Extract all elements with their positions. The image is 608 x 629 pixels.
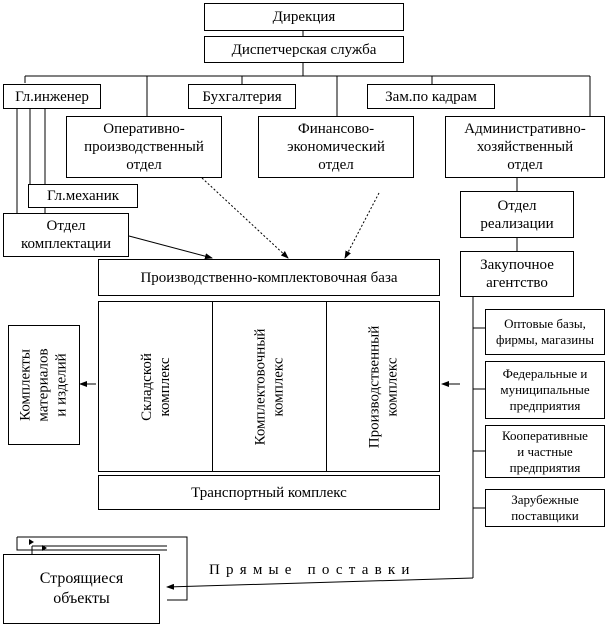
box-admin-dept: Административно- хозяйственный отдел — [445, 116, 605, 178]
box-accounting: Бухгалтерия — [188, 84, 296, 109]
box-chief-mechanic: Гл.механик — [28, 184, 138, 208]
box-dispatch: Диспетчерская служба — [204, 36, 404, 63]
box-finance-dept: Финансово- экономический отдел — [258, 116, 414, 178]
box-foreign: Зарубежные поставщики — [485, 489, 605, 527]
label-warehouse: Складской комплекс — [138, 352, 173, 421]
box-construction-sites: Строящиеся объекты — [3, 554, 160, 624]
box-supply-dept: Отдел комплектации — [3, 213, 129, 257]
box-direction: Дирекция — [204, 3, 404, 31]
box-transport-complex: Транспортный комплекс — [98, 475, 440, 510]
box-cooperative: Кооперативные и частные предприятия — [485, 425, 605, 478]
box-wholesale: Оптовые базы, фирмы, магазины — [485, 309, 605, 355]
box-production-base: Производственно-комплектовочная база — [98, 259, 440, 296]
box-chief-engineer: Гл.инженер — [3, 84, 101, 109]
box-operative-dept: Оперативно- производственный отдел — [66, 116, 222, 178]
box-complexes: Складской комплекс Комплектовочный компл… — [98, 301, 440, 472]
box-material-kits: Комплекты материалов и изделий — [8, 325, 80, 445]
box-federal: Федеральные и муниципальные предприятия — [485, 361, 605, 419]
label-direct-deliveries: Прямые поставки — [209, 562, 416, 578]
label-production: Производственный комплекс — [366, 325, 401, 448]
box-deputy-personnel: Зам.по кадрам — [367, 84, 495, 109]
box-purchase-agency: Закупочное агентство — [460, 251, 574, 297]
label-assembly: Комплектовочный комплекс — [252, 328, 287, 445]
box-sales-dept: Отдел реализации — [460, 191, 574, 238]
